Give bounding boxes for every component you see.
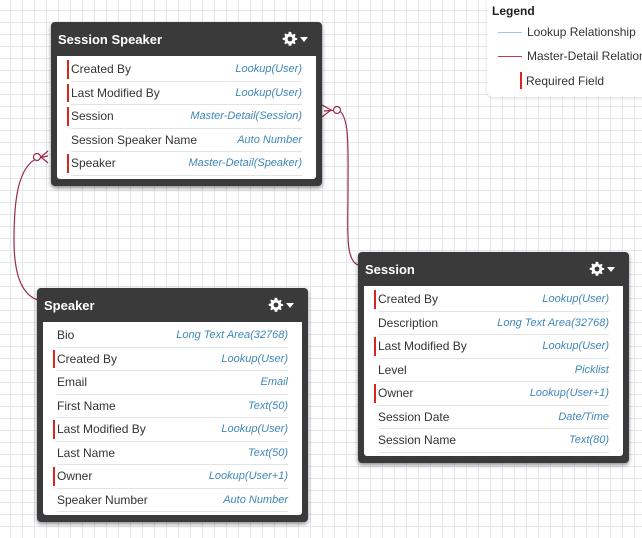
field-name: Last Name [57, 445, 116, 460]
field-type: Long Text Area(32768) [497, 316, 609, 329]
crows-foot-session [321, 104, 333, 118]
gear-icon [268, 297, 284, 312]
field-name: Email [57, 375, 88, 390]
object-header[interactable]: Session [364, 252, 623, 286]
field-type: Long Text Area(32768) [176, 329, 288, 342]
object-title: Session [365, 261, 415, 277]
master-detail-connector-session [323, 109, 359, 266]
gear-icon [282, 31, 298, 46]
field-row[interactable]: Created By Lookup(User) [53, 348, 288, 371]
legend-master-detail-row: Master-Detail Relationship [498, 49, 642, 63]
field-name: Last Modified By [57, 422, 146, 437]
field-type: Picklist [574, 363, 609, 376]
field-row[interactable]: Bio Long Text Area(32768) [57, 324, 288, 348]
object-speaker[interactable]: Speaker Bio Long Text Area(32768) Create… [37, 288, 308, 522]
object-title: Session Speaker [58, 31, 163, 47]
object-title: Speaker [44, 297, 95, 313]
field-name: Speaker [71, 156, 116, 171]
legend-panel: Legend Lookup Relationship Master-Detail… [487, 0, 642, 97]
field-list: Created By Lookup(User) Description Long… [364, 286, 623, 456]
field-row[interactable]: Session Speaker Name Auto Number [71, 129, 302, 152]
legend-required-row: Required Field [498, 72, 604, 89]
field-row[interactable]: Speaker Number Auto Number [57, 489, 288, 512]
field-type: Master-Detail(Speaker) [188, 157, 302, 170]
field-type: Text(80) [569, 434, 609, 447]
legend-lookup-label: Lookup Relationship [527, 25, 636, 39]
field-list: Bio Long Text Area(32768) Created By Loo… [43, 322, 302, 515]
field-name: Last Modified By [378, 339, 467, 354]
field-name: Owner [378, 386, 414, 401]
field-name: Session Speaker Name [71, 132, 198, 147]
field-name: Bio [57, 328, 75, 343]
gear-icon [589, 261, 605, 276]
crows-foot-circle-session [332, 105, 342, 115]
field-type: Lookup(User+1) [208, 470, 288, 483]
crows-foot-speaker [40, 150, 49, 164]
object-menu-button[interactable] [589, 261, 615, 277]
field-type: Lookup(User) [542, 340, 609, 353]
field-name: Last Modified By [71, 85, 160, 100]
field-type: Lookup(User) [542, 293, 609, 306]
field-row[interactable]: Last Modified By Lookup(User) [374, 335, 609, 359]
field-row[interactable]: Speaker Master-Detail(Speaker) [67, 152, 302, 176]
field-name: Created By [57, 351, 118, 366]
field-type: Lookup(User+1) [529, 387, 609, 400]
field-type: Text(50) [248, 399, 288, 412]
object-menu-button[interactable] [268, 297, 294, 313]
field-type: Lookup(User) [221, 423, 288, 436]
field-type: Auto Number [223, 493, 288, 506]
field-type: Date/Time [558, 410, 609, 423]
field-type: Text(50) [248, 446, 288, 459]
field-row[interactable]: Owner Lookup(User+1) [53, 465, 288, 489]
master-detail-line-icon [498, 55, 522, 57]
object-header[interactable]: Speaker [43, 288, 302, 322]
field-name: Level [378, 362, 407, 377]
legend-lookup-row: Lookup Relationship [498, 25, 636, 39]
field-row[interactable]: First Name Text(50) [57, 395, 288, 418]
field-row[interactable]: Email Email [57, 371, 288, 395]
field-name: Session [71, 109, 114, 124]
master-detail-connector-speaker [13, 155, 49, 301]
field-name: Description [378, 315, 439, 330]
chevron-down-icon [286, 302, 294, 308]
field-name: Owner [57, 469, 93, 484]
crows-foot-circle [32, 152, 42, 162]
field-row[interactable]: Owner Lookup(User+1) [374, 382, 609, 406]
object-header[interactable]: Session Speaker [57, 22, 316, 56]
field-row[interactable]: Description Long Text Area(32768) [378, 312, 609, 335]
field-row[interactable]: Created By Lookup(User) [67, 58, 302, 82]
field-name: First Name [57, 398, 116, 413]
field-list: Created By Lookup(User) Last Modified By… [57, 56, 316, 179]
legend-master-detail-label: Master-Detail Relationship [527, 49, 642, 63]
field-name: Created By [378, 292, 439, 307]
field-row[interactable]: Session Name Text(80) [378, 429, 609, 453]
required-marker-icon [520, 72, 522, 89]
field-row[interactable]: Session Date Date/Time [378, 406, 609, 429]
field-type: Auto Number [237, 133, 302, 146]
field-row[interactable]: Created By Lookup(User) [374, 288, 609, 312]
field-name: Session Date [378, 409, 450, 424]
object-menu-button[interactable] [282, 31, 308, 47]
field-name: Created By [71, 62, 132, 77]
field-type: Lookup(User) [235, 86, 302, 99]
field-name: Speaker Number [57, 492, 148, 507]
field-type: Master-Detail(Session) [190, 110, 302, 123]
field-type: Lookup(User) [235, 63, 302, 76]
field-type: Lookup(User) [221, 352, 288, 365]
field-row[interactable]: Session Master-Detail(Session) [67, 105, 302, 129]
chevron-down-icon [607, 266, 615, 272]
legend-required-label: Required Field [526, 73, 605, 88]
field-row[interactable]: Level Picklist [378, 359, 609, 382]
field-row[interactable]: Last Modified By Lookup(User) [53, 418, 288, 442]
legend-title: Legend [492, 4, 535, 18]
lookup-line-icon [498, 31, 522, 33]
field-row[interactable]: Last Modified By Lookup(User) [67, 82, 302, 105]
object-session[interactable]: Session Created By Lookup(User) Descript… [358, 252, 629, 463]
field-row[interactable]: Last Name Text(50) [57, 442, 288, 465]
chevron-down-icon [300, 36, 308, 42]
field-type: Email [260, 376, 288, 389]
object-session-speaker[interactable]: Session Speaker Created By Lookup(User) … [51, 22, 322, 186]
field-name: Session Name [378, 433, 457, 448]
